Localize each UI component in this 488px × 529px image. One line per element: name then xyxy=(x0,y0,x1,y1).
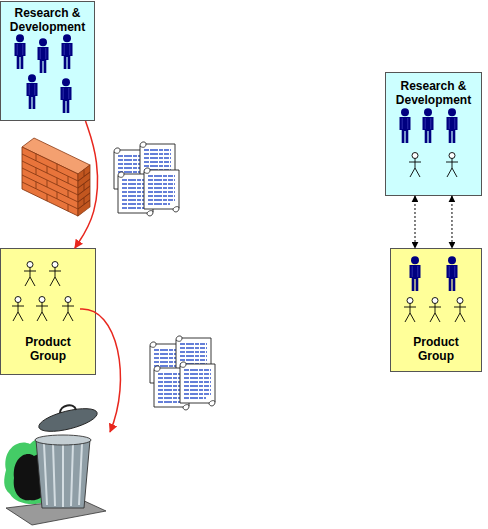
stick-figure xyxy=(49,262,61,287)
trash-can xyxy=(4,404,106,525)
box-title: Research & Development xyxy=(388,79,480,107)
can-ribs xyxy=(44,444,82,507)
staff-icon xyxy=(27,74,38,109)
can-lid xyxy=(37,404,100,436)
wall-top xyxy=(22,138,90,174)
brick-joints xyxy=(78,165,90,209)
lid-handle xyxy=(60,405,76,413)
group-box: Research & Development xyxy=(385,72,482,196)
documents-icon xyxy=(150,336,215,410)
garbage-bag xyxy=(14,454,49,500)
staff-icon xyxy=(400,108,411,143)
staff-icon xyxy=(447,108,458,143)
wall-face xyxy=(78,165,90,216)
stick-figure xyxy=(24,262,36,287)
stick-figure xyxy=(429,298,441,323)
splash xyxy=(4,438,62,504)
staff-icon xyxy=(62,34,73,69)
group-box: Product Group xyxy=(0,248,96,375)
staff-icon xyxy=(410,256,421,291)
firewall xyxy=(22,138,90,216)
staff-icon xyxy=(15,34,26,69)
documents-icon xyxy=(114,142,179,216)
connector-arrow xyxy=(414,196,415,248)
connector-arrow xyxy=(451,196,452,248)
staff-icon xyxy=(423,108,434,143)
discard-arrow xyxy=(80,309,120,432)
trash-base xyxy=(6,499,106,525)
stick-figure xyxy=(454,298,466,323)
staff-icon xyxy=(38,38,49,73)
group-box: Research & Development xyxy=(0,1,95,121)
stick-figure xyxy=(36,297,48,322)
stick-figure xyxy=(409,153,421,178)
can-rim xyxy=(35,435,91,445)
staff-icon xyxy=(447,256,458,291)
box-title: Product Group xyxy=(401,335,471,363)
brick-joints xyxy=(22,147,78,216)
wall-front xyxy=(22,147,78,216)
stick-figure xyxy=(446,153,458,178)
box-title: Research & Development xyxy=(3,6,93,34)
group-box: Product Group xyxy=(390,248,482,372)
wall-side xyxy=(78,165,90,216)
box-title: Product Group xyxy=(13,335,83,363)
stick-figure xyxy=(404,298,416,323)
connector-arrow xyxy=(75,121,98,248)
stick-figure xyxy=(62,297,74,322)
staff-icon xyxy=(61,78,72,113)
stick-figure xyxy=(12,297,24,322)
can-body xyxy=(36,440,90,508)
people-icons xyxy=(12,34,466,322)
wall-face xyxy=(22,147,78,216)
